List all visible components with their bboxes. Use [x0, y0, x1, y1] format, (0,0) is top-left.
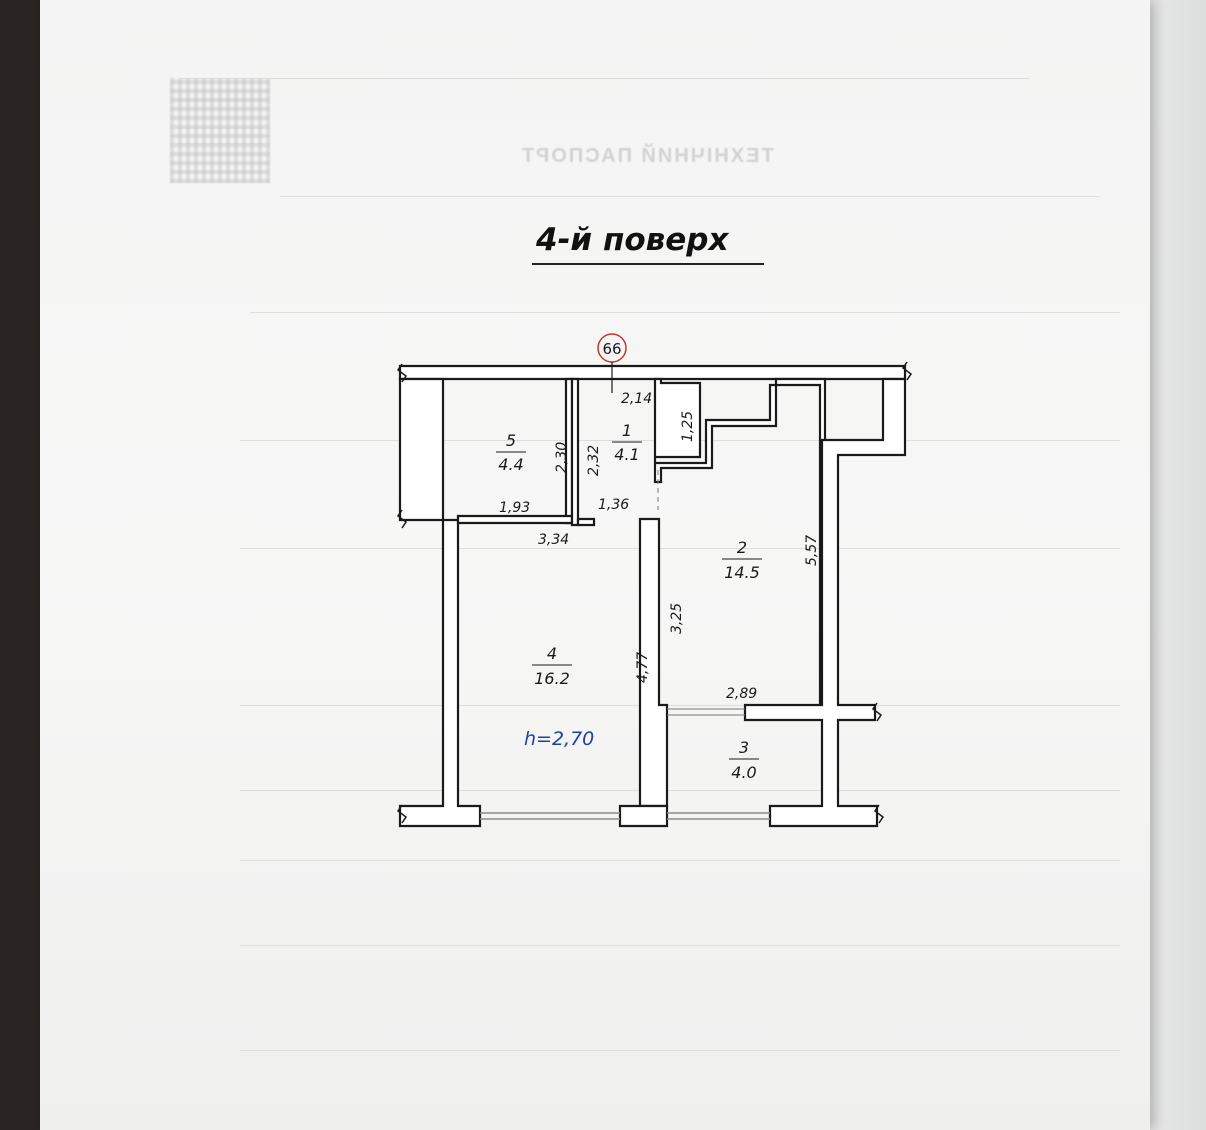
break-mark [396, 804, 408, 824]
title-underline [532, 263, 764, 265]
dimension-label: 3,34 [538, 532, 569, 548]
break-mark [396, 509, 408, 529]
dimension-label: 2,14 [621, 391, 652, 407]
dimension-label: 3,25 [669, 603, 685, 634]
windows [480, 812, 770, 820]
break-mark [396, 363, 408, 383]
bleed-through-line [240, 705, 1120, 706]
paper-sheet [40, 0, 1150, 1130]
bleed-through-line [240, 945, 1120, 946]
break-mark [873, 804, 885, 824]
wall-top [398, 364, 907, 381]
bleed-through-line [240, 1050, 1120, 1051]
break-mark [871, 702, 883, 722]
openings [657, 470, 745, 716]
dimension-label: 1,36 [598, 497, 629, 513]
dimension-label: 1,93 [499, 500, 530, 516]
break-mark [901, 361, 913, 381]
wall-left [398, 377, 482, 828]
bleed-through-qr-code [170, 78, 270, 183]
floor-title: 4-й поверх [536, 222, 729, 258]
room-5-number: 5 [506, 431, 516, 450]
bleed-through-line [240, 860, 1120, 861]
dimension-label: 2,89 [726, 686, 757, 702]
room-3-number: 3 [739, 738, 749, 757]
wall-partition-1-bottom [576, 517, 596, 527]
room-4-area: 16.2 [534, 669, 570, 688]
room-1-area: 4.1 [614, 445, 639, 464]
room-4-number: 4 [547, 644, 557, 663]
wall-stepped [653, 377, 778, 484]
room-2-number: 2 [737, 538, 747, 557]
bleed-through-line [250, 312, 1120, 313]
room-2-area: 14.5 [724, 563, 760, 582]
bleed-through-line [180, 78, 1030, 79]
bleed-through-line [240, 790, 1120, 791]
dimension-label: 5,57 [804, 535, 820, 566]
bleed-through-line [240, 548, 1120, 549]
wall-partition-1 [570, 377, 580, 527]
bleed-through-line [280, 196, 1100, 197]
break-marks [396, 361, 913, 824]
dimension-label: 1,25 [680, 411, 696, 442]
wall-right [743, 377, 907, 828]
ceiling-height-label: h=2,70 [524, 728, 594, 750]
axis-marker-label: 66 [602, 340, 621, 358]
wall-pier [618, 804, 669, 828]
dimension-label: 2,30 [554, 442, 570, 473]
dimension-label: 2,32 [586, 445, 602, 476]
room-1-number: 1 [622, 421, 632, 440]
wall-room-4-right [638, 517, 669, 808]
wall-partition-5-bottom [456, 514, 574, 525]
room-5-area: 4.4 [498, 455, 523, 474]
dimension-label: 4,77 [635, 652, 651, 683]
room-3-area: 4.0 [731, 763, 756, 782]
